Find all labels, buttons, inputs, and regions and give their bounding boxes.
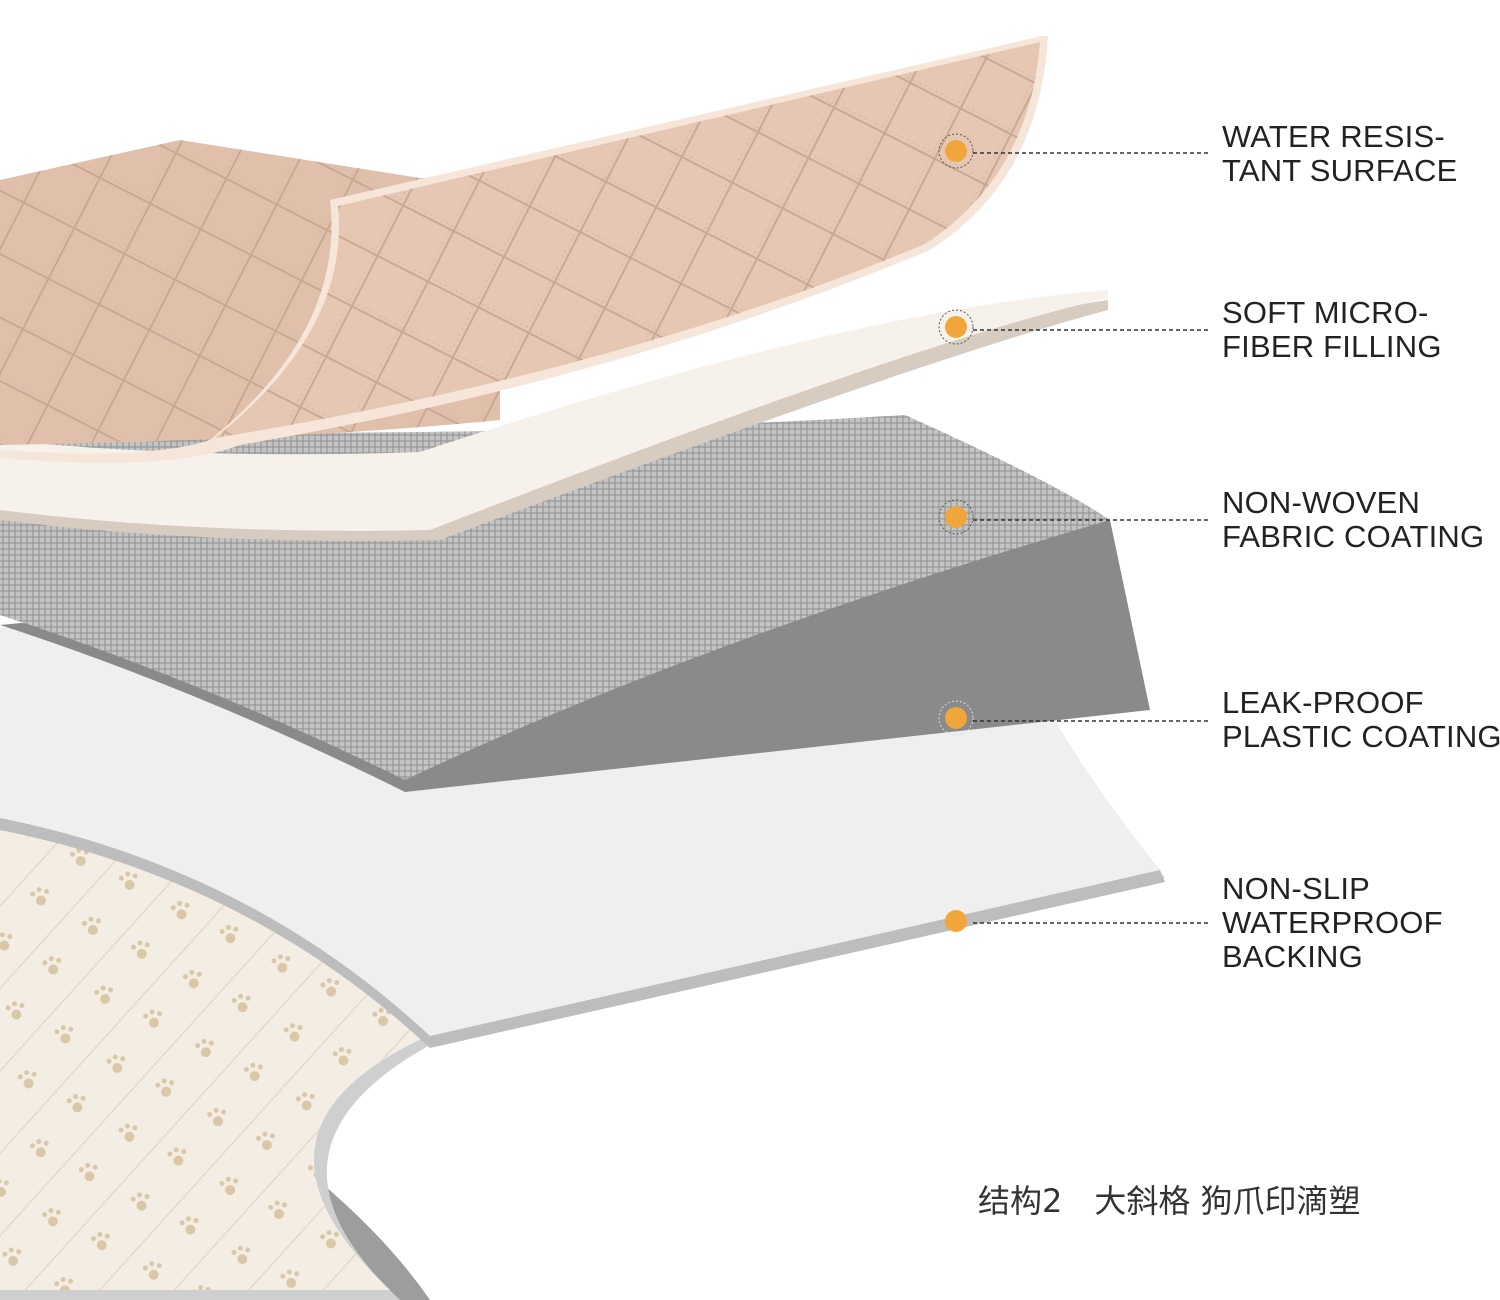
label-line: NON-WOVEN: [1222, 486, 1484, 520]
label-non-slip-waterproof-backing: NON-SLIP WATERPROOF BACKING: [1222, 872, 1443, 974]
label-line: TANT SURFACE: [1222, 154, 1458, 188]
surface-layer: [0, 36, 1048, 463]
label-line: NON-SLIP: [1222, 872, 1443, 906]
label-line: PLASTIC COATING: [1222, 720, 1500, 754]
label-line: BACKING: [1222, 940, 1443, 974]
label-line: WATER RESIS-: [1222, 120, 1458, 154]
caption-text: 结构2 大斜格 狗爪印滴塑: [978, 1176, 1361, 1222]
label-line: WATERPROOF: [1222, 906, 1443, 940]
label-water-resistant-surface: WATER RESIS- TANT SURFACE: [1222, 120, 1458, 188]
label-leak-proof-plastic-coating: LEAK-PROOF PLASTIC COATING: [1222, 686, 1500, 754]
label-line: LEAK-PROOF: [1222, 686, 1500, 720]
label-soft-microfiber-filling: SOFT MICRO- FIBER FILLING: [1222, 296, 1442, 364]
label-non-woven-fabric-coating: NON-WOVEN FABRIC COATING: [1222, 486, 1484, 554]
label-line: FABRIC COATING: [1222, 520, 1484, 554]
label-line: SOFT MICRO-: [1222, 296, 1442, 330]
label-line: FIBER FILLING: [1222, 330, 1442, 364]
